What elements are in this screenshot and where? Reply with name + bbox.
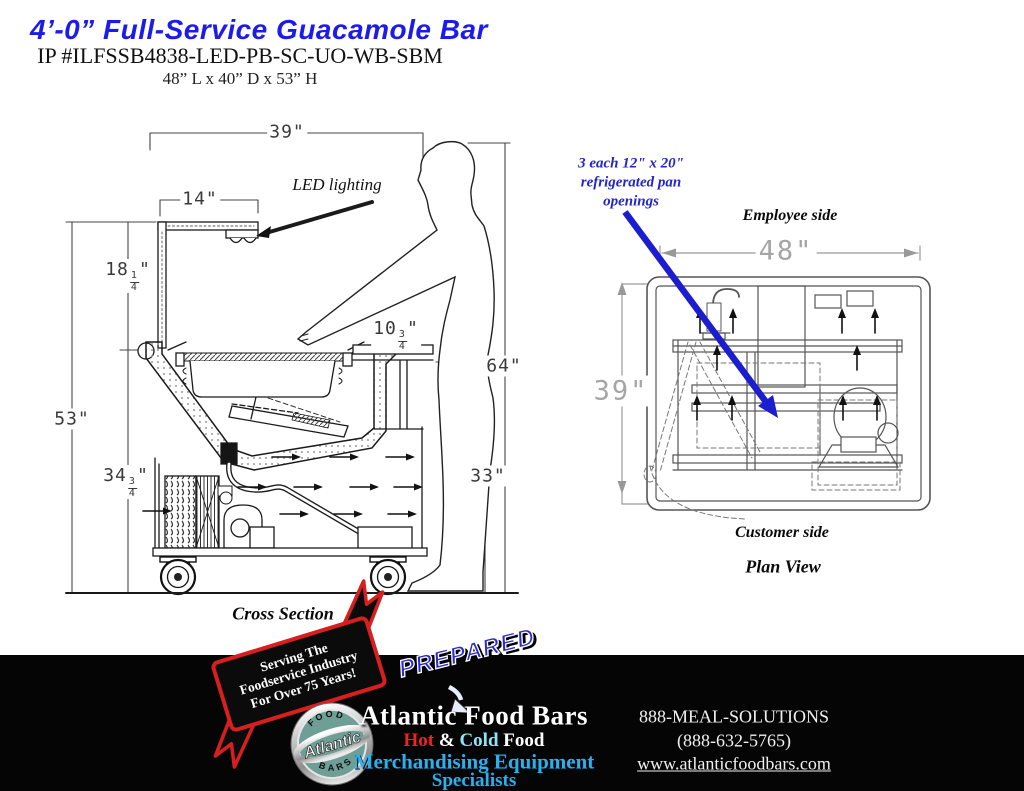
phone-name: 888-MEAL-SOLUTIONS (639, 706, 829, 727)
dim-canopy-depth: 14" (180, 188, 220, 210)
caster-right (368, 555, 408, 596)
note-line-1: 3 each 12" x 20" (578, 155, 684, 172)
customer-side-label: Customer side (735, 524, 829, 541)
condenser-coil (142, 475, 220, 549)
plan-rails (672, 339, 903, 471)
plan-dashed-details (643, 341, 901, 520)
plan-faucet (699, 288, 740, 340)
inch-mark: " (406, 318, 419, 339)
pan-openings-note: 3 each 12" x 20" refrigerated pan openin… (578, 155, 684, 212)
plan-switch-box-2 (846, 290, 874, 307)
prepared-arrow-icon (447, 684, 472, 714)
dim-person-height: 64" (484, 355, 524, 377)
specialists-line: Specialists (431, 770, 517, 791)
plan-switch-box-1 (814, 294, 842, 309)
dim-plan-width: 48" (755, 235, 817, 267)
ribbon-banner: Serving The Foodservice Industry For Ove… (211, 579, 387, 769)
canopy (157, 221, 259, 349)
plan-view-caption: Plan View (745, 556, 821, 577)
left-wall (154, 457, 160, 549)
tagline-hot: Hot (403, 730, 435, 751)
tagline-cold: Cold (459, 730, 499, 751)
dim-shelf-num: 3 (397, 329, 407, 342)
dim-lower-whole: 34 (103, 465, 127, 486)
tagline-food: Food (498, 730, 545, 751)
person-figure (296, 140, 496, 592)
website-link[interactable]: www.atlanticfoodbars.com (637, 753, 831, 774)
tagline-amp: & (434, 730, 460, 751)
base-plate (152, 547, 428, 557)
dim-lower-den: 4 (128, 487, 136, 499)
phone-number: (888-632-5765) (677, 730, 791, 751)
note-line-3: openings (603, 193, 659, 210)
dim-shelf-whole: 10 (373, 318, 397, 339)
cross-section-caption: Cross Section (232, 603, 334, 624)
dim-shelf-den: 4 (398, 340, 406, 352)
plan-top-panel (757, 285, 806, 388)
inch-mark: " (136, 465, 149, 486)
dim-upper-whole: 18 (105, 259, 129, 280)
brand-tagline: Hot & Cold Food (404, 730, 545, 752)
page-title: 4’-0” Full-Service Guacamole Bar (30, 14, 488, 45)
plan-compressor-group (817, 387, 900, 468)
dim-upper-den: 4 (130, 281, 138, 293)
brand-name: Atlantic Food Bars (360, 700, 588, 731)
dim-lower-num: 3 (127, 476, 137, 489)
note-line-2: refrigerated pan (580, 174, 682, 191)
dim-top-width: 39" (267, 121, 307, 143)
drain-valve (220, 442, 238, 465)
refrigerated-pan (175, 352, 353, 398)
footer-black-band (0, 655, 1024, 791)
led-lighting-label: LED lighting (292, 175, 382, 194)
plan-view-drawing (617, 245, 931, 520)
dim-total-height: 53" (52, 408, 92, 430)
model-number: IP #ILFSSB4838-LED-PB-SC-UO-WB-SBM (37, 43, 443, 68)
adjustable-divider (228, 396, 349, 438)
merchandising-line: Merchandising Equipment (353, 749, 595, 774)
employee-side-label: Employee side (742, 207, 838, 224)
led-pointer-arrow (256, 200, 374, 238)
led-light-fixture (225, 229, 259, 244)
compressor (217, 485, 275, 549)
pan-openings-callout-arrow (622, 210, 778, 418)
caster-left (158, 555, 198, 596)
atlantic-logo-badge: FOOD BARS Atlantic (290, 702, 374, 786)
dim-upper-num: 1 (129, 270, 139, 283)
dim-plan-depth: 39" (590, 375, 652, 407)
inch-mark: " (138, 259, 151, 280)
cross-section-drawing (65, 132, 519, 596)
overall-dimensions: 48” L x 40” D x 53” H (162, 69, 318, 88)
dim-counter-height: 33" (468, 465, 508, 487)
